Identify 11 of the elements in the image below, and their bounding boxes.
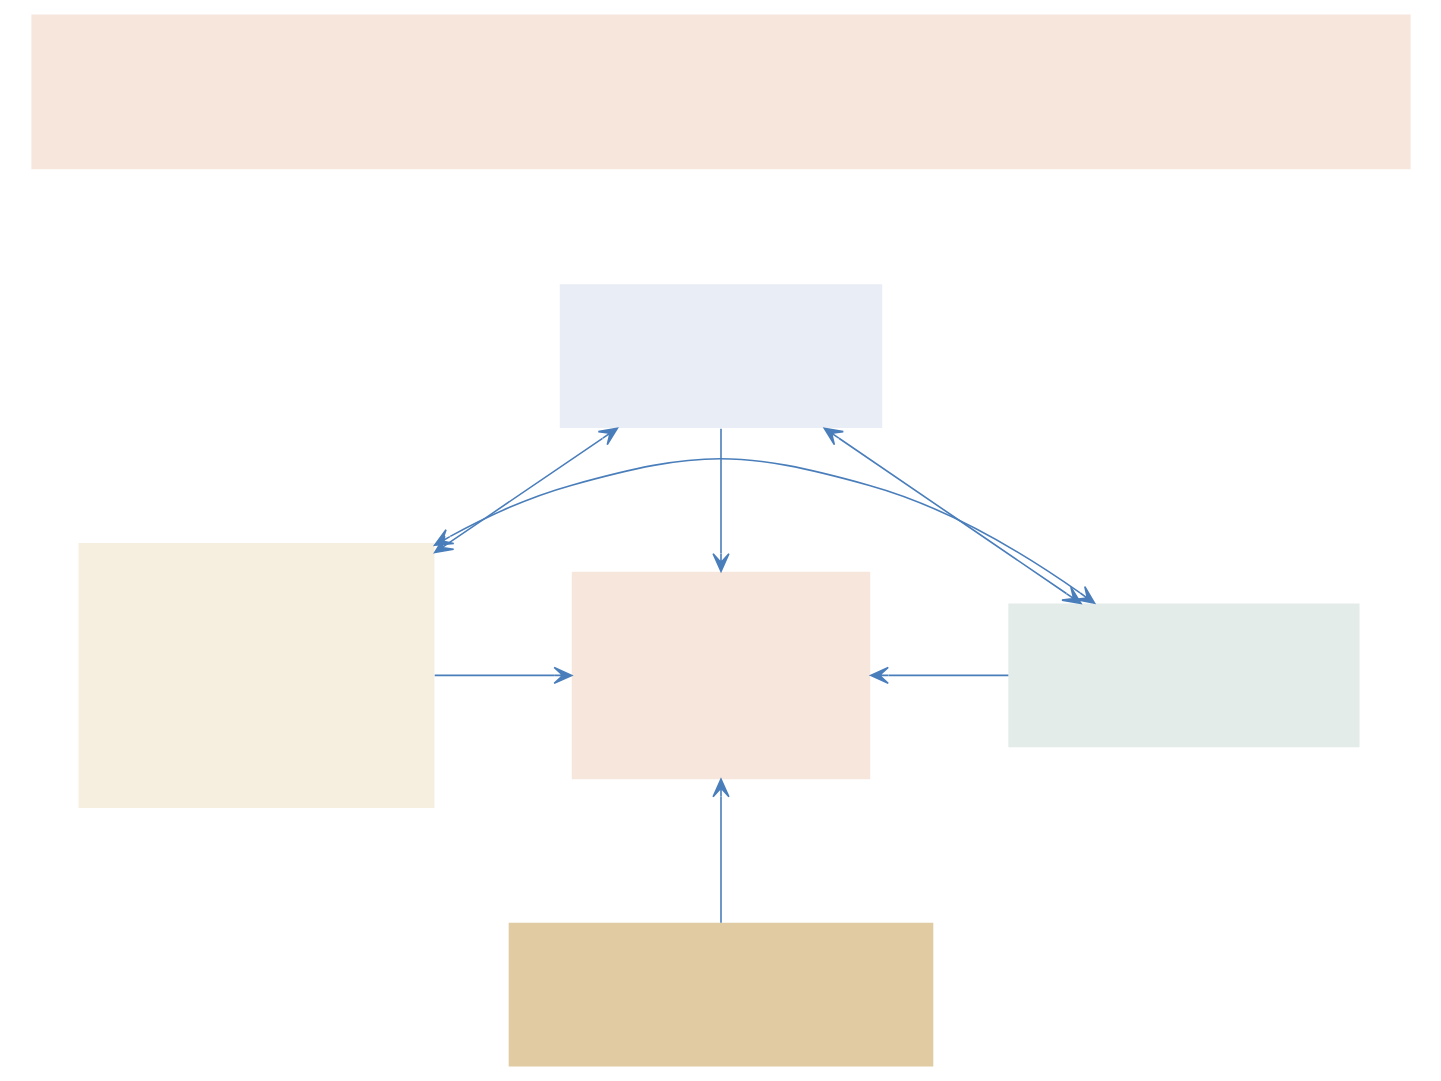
node-box	[559, 284, 882, 428]
arrow	[823, 427, 1082, 605]
arrow	[711, 427, 730, 573]
node-box	[78, 542, 434, 808]
arrow	[433, 666, 573, 685]
node-box	[571, 571, 870, 780]
arrow	[869, 666, 1009, 685]
node-box	[1007, 603, 1360, 748]
node-box	[30, 14, 1411, 170]
arrow	[711, 778, 730, 924]
node-box	[508, 922, 933, 1067]
